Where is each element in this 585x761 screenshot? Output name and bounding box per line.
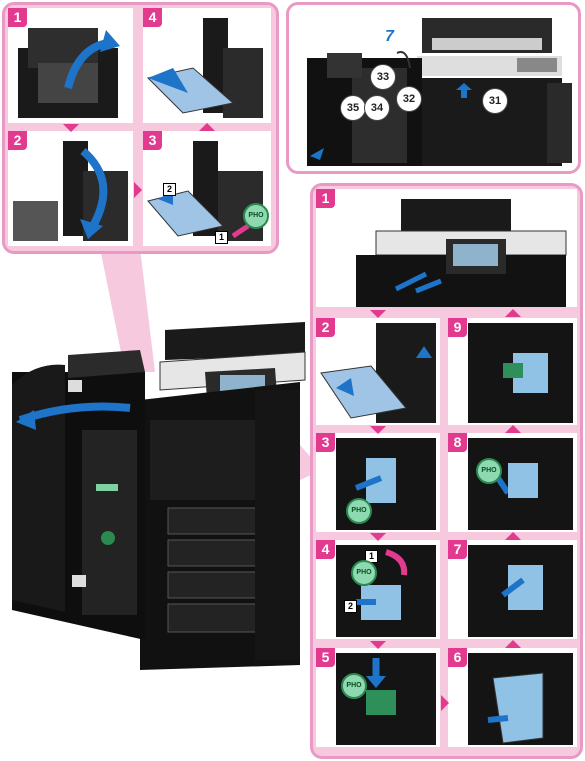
r-step-2-illustration [320, 323, 436, 423]
overview-illustration: 33 35 34 32 31 7 [292, 8, 576, 168]
callout-7: 7 [385, 28, 394, 45]
r-step-8-illustration [468, 438, 573, 530]
r-step-1-illustration [356, 199, 567, 307]
step-number: 3 [143, 131, 162, 150]
r-step-8: 8 PHO [448, 433, 577, 532]
arrow-right-5-6 [441, 695, 449, 711]
step-number: 1 [316, 189, 335, 208]
step-number: 6 [448, 648, 467, 667]
tl-step-3-illustration [147, 141, 263, 241]
step-number: 9 [448, 318, 467, 337]
phone-hint-icon: PHO [243, 203, 269, 229]
callout-33: 33 [370, 64, 396, 90]
phone-hint-icon: PHO [351, 560, 377, 586]
phone-hint-icon: PHO [346, 498, 372, 524]
tl-step-1: 1 [8, 8, 133, 123]
connector-right [145, 445, 322, 480]
step-number: 7 [448, 540, 467, 559]
r-step-6: 6 [448, 648, 577, 747]
r-step-9: 9 [448, 318, 577, 425]
step-number: 2 [8, 131, 27, 150]
r-step-3: 3 PHO [316, 433, 440, 532]
callout-31: 31 [482, 88, 508, 114]
tl-step-4-illustration [147, 18, 263, 118]
r-step-2: 2 [316, 318, 440, 425]
step-number: 4 [316, 540, 335, 559]
arrow-right-2-3 [134, 182, 142, 198]
arrow-up-6-7 [505, 640, 521, 648]
arrow-down-3-4 [370, 533, 386, 541]
r-step-4-illustration [336, 545, 436, 637]
step-number: 2 [316, 318, 335, 337]
connector-top-left [100, 248, 155, 372]
phone-hint-icon: PHO [476, 458, 502, 484]
r-step-5: 5 PHO [316, 648, 440, 747]
r-step-7: 7 [448, 540, 577, 639]
tl-step-2: 2 [8, 131, 133, 246]
r-step-6-illustration [468, 653, 573, 745]
tl-step-1-illustration [18, 28, 120, 118]
arrow-up-9-1 [505, 309, 521, 317]
overview-drawing [307, 18, 572, 166]
callout-32: 32 [396, 86, 422, 112]
callout-34: 34 [364, 95, 390, 121]
arrow-up-7-8 [505, 532, 521, 540]
r-step-7-illustration [468, 545, 573, 637]
callout-35: 35 [340, 95, 366, 121]
step-number: 1 [8, 8, 27, 27]
tl-step-4: 4 [143, 8, 271, 123]
sub-marker-2: 2 [344, 600, 357, 613]
arrow-up-8-9 [505, 425, 521, 433]
r-step-4: 4 1 2 PHO [316, 540, 440, 639]
r-step-9-illustration [468, 323, 573, 423]
arrow-down-4-5 [370, 641, 386, 649]
arrow-down-1-2 [370, 310, 386, 318]
phone-hint-icon: PHO [341, 673, 367, 699]
step-number: 8 [448, 433, 467, 452]
sub-marker-2: 2 [163, 183, 176, 196]
arrow-up-3-4 [199, 123, 215, 131]
tl-step-2-illustration [13, 141, 128, 241]
step-number: 4 [143, 8, 162, 27]
step-number: 5 [316, 648, 335, 667]
tl-step-3: 3 2 1 PHO [143, 131, 271, 246]
r-step-1: 1 [316, 189, 577, 307]
arrow-down-2-3 [370, 426, 386, 434]
sub-marker-1: 1 [215, 231, 228, 244]
step-number: 3 [316, 433, 335, 452]
arrow-down-1-2 [63, 124, 79, 132]
r-step-5-illustration [336, 653, 436, 745]
